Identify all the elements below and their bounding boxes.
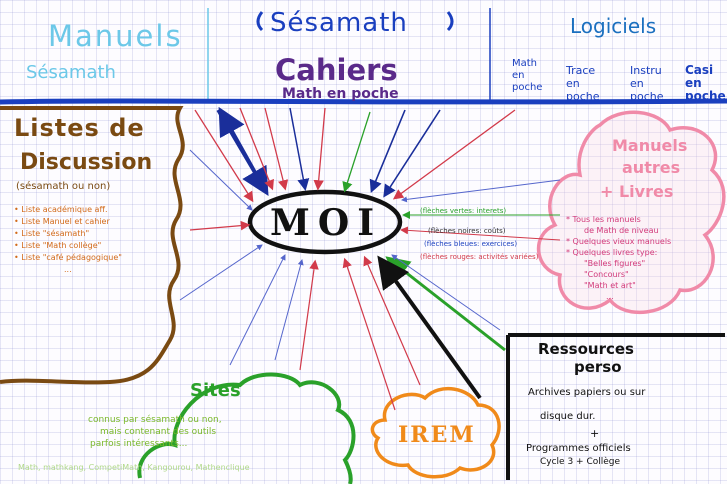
listes-title-2[interactable]: Discussion	[20, 150, 153, 175]
arrows-group	[179, 106, 561, 411]
manuels-autres-items: * Tous les manuels de Math de niveau * Q…	[566, 215, 672, 301]
ressources-title-2[interactable]: perso	[574, 358, 622, 376]
sites-desc-1: connus par sésamath ou non,	[88, 415, 222, 425]
irem-cloud	[370, 386, 501, 479]
listes-border	[0, 106, 185, 385]
cahiers-subtitle: Math en poche	[282, 86, 399, 102]
moi-label[interactable]: MOI	[270, 202, 383, 244]
ressources-line-2: disque dur.	[540, 411, 596, 422]
manuels-title[interactable]: Manuels	[48, 19, 183, 53]
cahiers-title[interactable]: Cahiers	[275, 53, 398, 87]
manuels-autres-title-3[interactable]: + Livres	[600, 182, 674, 201]
sites-list[interactable]: Math, mathkang, CompetiMath, Kangourou, …	[18, 463, 250, 472]
sites-desc-2: mais contenant des outils	[100, 427, 217, 437]
manuels-autres-title-2[interactable]: autres	[622, 158, 681, 177]
list-item[interactable]: • Liste "café pédagogique"	[14, 253, 122, 262]
manuels-subtitle: Sésamath	[26, 62, 116, 83]
sites-cloud	[137, 372, 356, 484]
listes-items: • Liste académique aff. • Liste Manuel e…	[14, 204, 122, 276]
list-item: ...	[64, 265, 72, 274]
sesamath-title[interactable]: Sésamath	[270, 8, 408, 38]
manuels-autres-cloud	[537, 110, 726, 315]
note-fleches-noires: (flèches noires: coûts)	[428, 227, 506, 235]
ressources-line-4: Cycle 3 + Collège	[540, 457, 621, 467]
ressources-line-1: Archives papiers ou sur	[528, 387, 646, 398]
list-item[interactable]: • Liste Manuel et cahier	[14, 217, 110, 226]
list-item[interactable]: • Liste "Math collège"	[14, 241, 102, 250]
irem-label[interactable]: IREM	[398, 422, 476, 448]
sites-title[interactable]: Sites	[190, 380, 241, 401]
ressources-line-3: Programmes officiels	[526, 443, 631, 454]
list-item[interactable]: • Liste académique aff.	[14, 205, 108, 214]
manuels-autres-title-1[interactable]: Manuels	[612, 136, 688, 155]
note-fleches-rouges: (flèches rouges: activités variées)	[420, 253, 539, 261]
note-fleches-vertes: (flèches vertes: interets)	[420, 207, 507, 215]
ressources-title-1[interactable]: Ressources	[538, 340, 634, 358]
list-item[interactable]: • Liste "sésamath"	[14, 229, 90, 238]
ressources-border	[506, 333, 725, 480]
ressources-plus: +	[590, 427, 600, 440]
sites-desc-3: parfois intéressants...	[90, 439, 188, 449]
header-divider-line	[0, 98, 727, 105]
sesamath-banner	[256, 11, 454, 32]
note-fleches-bleues: (flèches bleues: exercices)	[424, 240, 518, 248]
logiciels-title[interactable]: Logiciels	[570, 14, 657, 38]
listes-subtitle: (sésamath ou non)	[16, 181, 111, 192]
listes-title-1[interactable]: Listes de	[14, 114, 145, 142]
